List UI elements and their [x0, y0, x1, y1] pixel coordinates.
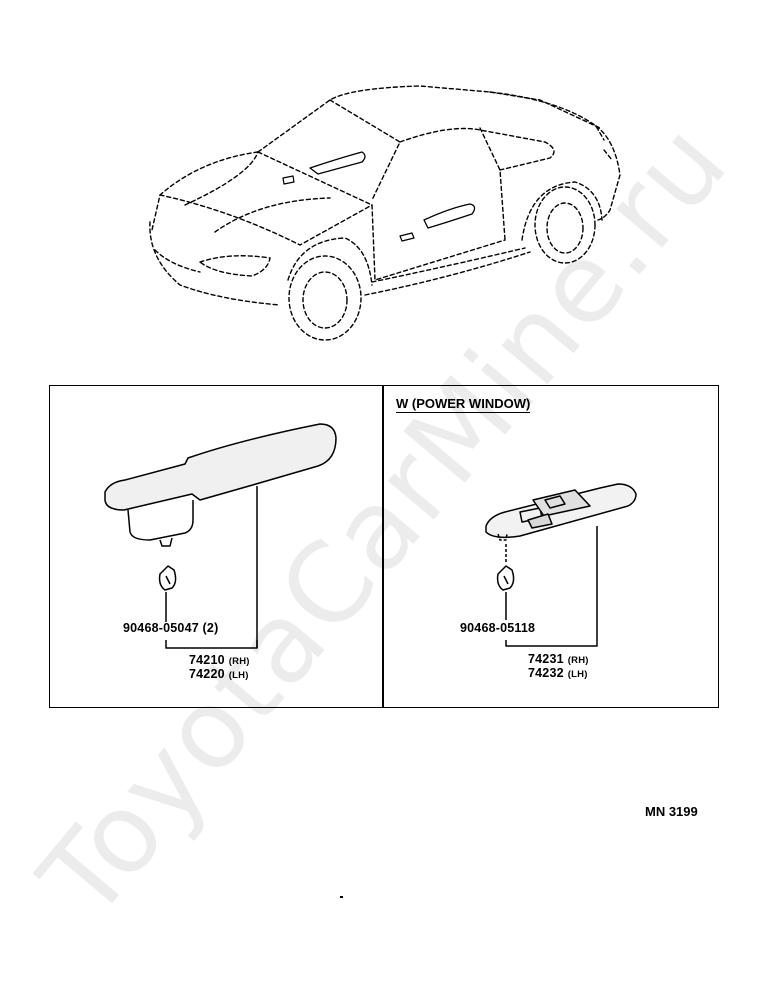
- switch-part-rh: 74231(RH): [528, 652, 589, 666]
- parts-frame: [49, 385, 719, 708]
- part-number: 74232: [528, 666, 564, 680]
- side-label: (RH): [228, 656, 250, 667]
- part-number: 74210: [189, 653, 225, 667]
- sheet-id: MN 3199: [645, 804, 698, 819]
- switch-part-lh: 74232(LH): [528, 666, 588, 680]
- clip-part-number-left: 90468-05047 (2): [123, 621, 219, 635]
- armrest-part-rh: 74210(RH): [189, 653, 250, 667]
- stray-mark: [340, 896, 343, 898]
- armrest-part-lh: 74220(LH): [189, 667, 249, 681]
- side-label: (RH): [567, 655, 589, 666]
- panel-divider: [382, 385, 384, 708]
- side-label: (LH): [567, 669, 588, 680]
- part-number: 74220: [189, 667, 225, 681]
- part-number: 74231: [528, 652, 564, 666]
- clip-part-number-right: 90468-05118: [460, 621, 536, 635]
- side-label: (LH): [228, 670, 249, 681]
- variant-heading: W (POWER WINDOW): [396, 396, 531, 413]
